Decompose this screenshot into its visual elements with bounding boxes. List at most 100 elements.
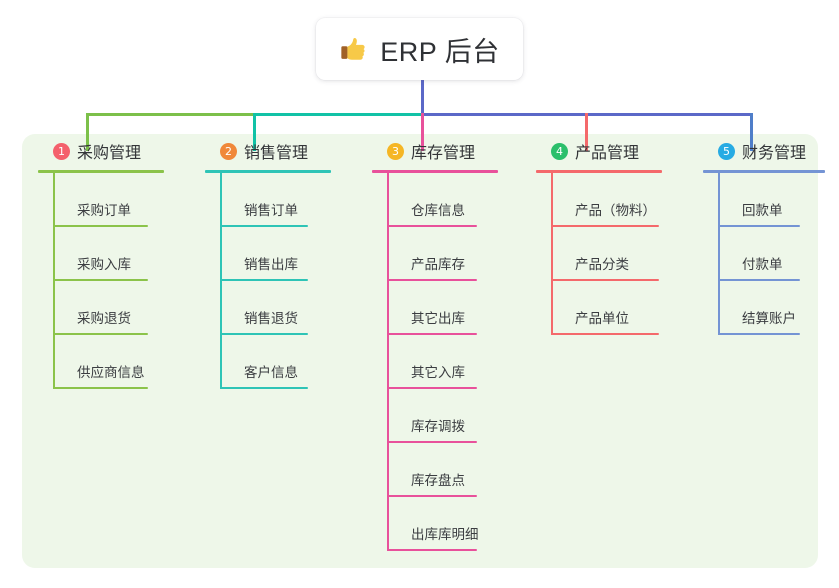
submodule-item[interactable]: 仓库信息 — [387, 173, 512, 227]
submodule-item[interactable]: 销售订单 — [220, 173, 345, 227]
submodule-item[interactable]: 结算账户 — [718, 281, 839, 335]
submodule-label: 产品单位 — [575, 311, 629, 326]
module-title-product: 产品管理 — [575, 145, 640, 162]
submodule-label: 出库库明细 — [411, 527, 479, 542]
drop-purchase — [86, 113, 89, 151]
module-badge-purchase: 1 — [53, 142, 70, 160]
submodule-spine-finance — [718, 173, 720, 335]
submodule-label: 结算账户 — [742, 311, 796, 326]
submodule-rule — [220, 387, 308, 389]
submodule-item[interactable]: 供应商信息 — [53, 335, 178, 389]
submodule-label: 付款单 — [742, 257, 783, 272]
submodule-label: 库存调拨 — [411, 419, 465, 434]
submodule-item[interactable]: 采购订单 — [53, 173, 178, 227]
submodule-label: 其它入库 — [411, 365, 465, 380]
thumbs-up-icon — [339, 34, 369, 64]
submodule-spine-purchase — [53, 173, 55, 389]
submodule-item[interactable]: 库存调拨 — [387, 389, 512, 443]
submodule-item[interactable]: 出库库明细 — [387, 497, 512, 551]
submodule-rule — [220, 225, 308, 227]
submodule-rule — [387, 495, 477, 497]
submodule-spine-sales — [220, 173, 222, 389]
submodule-rule — [387, 333, 477, 335]
module-badge-product: 4 — [551, 142, 568, 160]
module-header-inventory[interactable]: 3 库存管理 — [372, 134, 512, 168]
submodule-list-product: 产品（物料） 产品分类产品单位 — [551, 173, 676, 335]
module-rule-product — [536, 170, 662, 173]
submodule-label: 供应商信息 — [77, 365, 145, 380]
root-node[interactable]: ERP 后台 — [316, 18, 523, 80]
submodule-rule — [551, 279, 659, 281]
submodule-rule — [53, 333, 148, 335]
submodule-rule — [551, 225, 659, 227]
submodule-rule — [718, 333, 800, 335]
drop-product — [585, 113, 588, 151]
submodule-item[interactable]: 回款单 — [718, 173, 839, 227]
module-rule-purchase — [38, 170, 164, 173]
submodule-item[interactable]: 其它入库 — [387, 335, 512, 389]
module-columns: 1 采购管理采购订单采购入库采购退货供应商信息 2 销售管理销售订单销售出库销售退货客… — [22, 134, 825, 568]
module-column-inventory: 3 库存管理仓库信息产品库存其它出库其它入库库存调拨库存盘点出库库明细 — [372, 134, 512, 551]
submodule-item[interactable]: 采购入库 — [53, 227, 178, 281]
module-header-purchase[interactable]: 1 采购管理 — [38, 134, 178, 168]
submodule-item[interactable]: 采购退货 — [53, 281, 178, 335]
submodule-rule — [387, 441, 477, 443]
submodule-label: 销售退货 — [244, 311, 298, 326]
module-column-purchase: 1 采购管理采购订单采购入库采购退货供应商信息 — [38, 134, 178, 389]
submodule-item[interactable]: 销售退货 — [220, 281, 345, 335]
trunk-line — [421, 80, 424, 116]
module-rule-finance — [703, 170, 825, 173]
submodule-label: 采购入库 — [77, 257, 131, 272]
submodule-list-sales: 销售订单销售出库销售退货客户信息 — [220, 173, 345, 389]
bus-green — [86, 113, 253, 116]
submodule-item[interactable]: 库存盘点 — [387, 443, 512, 497]
module-rule-sales — [205, 170, 331, 173]
module-column-product: 4 产品管理产品（物料） 产品分类产品单位 — [536, 134, 676, 335]
module-title-sales: 销售管理 — [244, 145, 309, 162]
root-title: ERP 后台 — [380, 36, 500, 67]
submodule-item[interactable]: 其它出库 — [387, 281, 512, 335]
module-rule-inventory — [372, 170, 498, 173]
submodule-list-purchase: 采购订单采购入库采购退货供应商信息 — [53, 173, 178, 389]
module-badge-sales: 2 — [220, 142, 237, 160]
drop-inventory — [421, 113, 424, 151]
module-title-inventory: 库存管理 — [411, 145, 476, 162]
submodule-item[interactable]: 产品分类 — [551, 227, 676, 281]
submodule-rule — [551, 333, 659, 335]
submodule-rule — [387, 225, 477, 227]
submodule-rule — [53, 279, 148, 281]
module-header-sales[interactable]: 2 销售管理 — [205, 134, 345, 168]
submodule-rule — [387, 549, 477, 551]
submodule-rule — [220, 279, 308, 281]
submodule-label: 采购订单 — [77, 203, 131, 218]
submodule-label: 产品分类 — [575, 257, 629, 272]
submodule-list-finance: 回款单付款单结算账户 — [718, 173, 839, 335]
submodule-label: 销售订单 — [244, 203, 298, 218]
submodule-label: 产品（物料） — [575, 203, 656, 218]
submodule-spine-product — [551, 173, 553, 335]
submodule-list-inventory: 仓库信息产品库存其它出库其它入库库存调拨库存盘点出库库明细 — [387, 173, 512, 551]
submodule-label: 采购退货 — [77, 311, 131, 326]
bus-teal — [253, 113, 421, 116]
drop-finance — [750, 113, 753, 151]
submodule-item[interactable]: 产品单位 — [551, 281, 676, 335]
module-badge-inventory: 3 — [387, 142, 404, 160]
submodule-item[interactable]: 销售出库 — [220, 227, 345, 281]
drop-sales — [253, 113, 256, 151]
module-title-purchase: 采购管理 — [77, 145, 142, 162]
submodule-rule — [387, 387, 477, 389]
submodule-item[interactable]: 付款单 — [718, 227, 839, 281]
submodule-label: 其它出库 — [411, 311, 465, 326]
submodule-rule — [53, 225, 148, 227]
submodule-label: 库存盘点 — [411, 473, 465, 488]
submodule-item[interactable]: 产品（物料） — [551, 173, 676, 227]
submodule-item[interactable]: 客户信息 — [220, 335, 345, 389]
module-header-product[interactable]: 4 产品管理 — [536, 134, 676, 168]
submodule-item[interactable]: 产品库存 — [387, 227, 512, 281]
module-column-sales: 2 销售管理销售订单销售出库销售退货客户信息 — [205, 134, 345, 389]
submodule-rule — [53, 387, 148, 389]
submodule-label: 产品库存 — [411, 257, 465, 272]
submodule-label: 回款单 — [742, 203, 783, 218]
